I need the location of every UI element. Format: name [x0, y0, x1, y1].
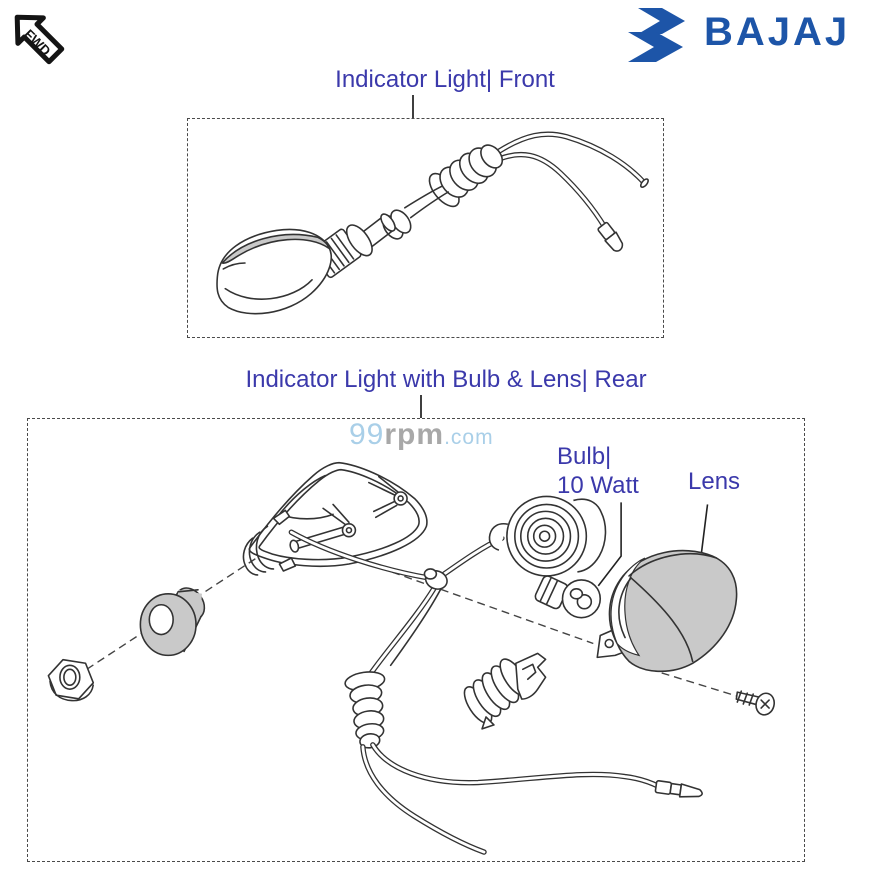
bulb-socket [488, 495, 607, 577]
rear-rubber-boot [344, 671, 386, 749]
front-section-title: Indicator Light| Front [335, 66, 555, 93]
watermark-rpm: rpm [384, 418, 445, 451]
rear-indicator-drawing [47, 461, 776, 855]
bajaj-emblem-icon [628, 8, 685, 62]
bulb-callout: Bulb| 10 Watt [557, 442, 639, 500]
front-indicator-drawing [216, 131, 649, 315]
bulb-leader-line [597, 502, 622, 587]
trailing-wire [360, 744, 487, 855]
front-rubber-boot [428, 144, 504, 208]
front-wire-connector [490, 151, 624, 252]
watermark: 99rpm.com [349, 418, 494, 452]
watermark-99: 99 [349, 418, 385, 451]
rear-indicator-box [27, 418, 805, 862]
housing-bracket [242, 461, 428, 576]
bulb-callout-line2: 10 Watt [557, 472, 639, 499]
lens-callout: Lens [688, 468, 741, 495]
bulb [534, 575, 602, 619]
rear-lens [596, 549, 738, 673]
hex-nut [47, 658, 95, 702]
mounting-clamp [463, 652, 547, 730]
brand-logo: BAJAJ [616, 6, 876, 66]
front-indicator-box [187, 118, 664, 338]
rubber-grommet [139, 587, 206, 657]
lens-leader-line [700, 504, 709, 553]
front-wire-pair [409, 191, 449, 219]
front-title-tick [412, 95, 414, 118]
rear-section-title: Indicator Light with Bulb & Lens| Rear [245, 366, 647, 393]
watermark-com: .com [444, 426, 494, 449]
front-wire-long [495, 131, 649, 188]
front-lens [216, 228, 332, 315]
mounting-screw [735, 690, 776, 716]
wire-with-connector [370, 742, 703, 798]
brand-wordmark: BAJAJ [704, 10, 851, 54]
rear-title-tick [420, 395, 422, 418]
fwd-arrow-icon: FWD [14, 14, 65, 65]
bulb-callout-line1: Bulb| [557, 443, 612, 470]
